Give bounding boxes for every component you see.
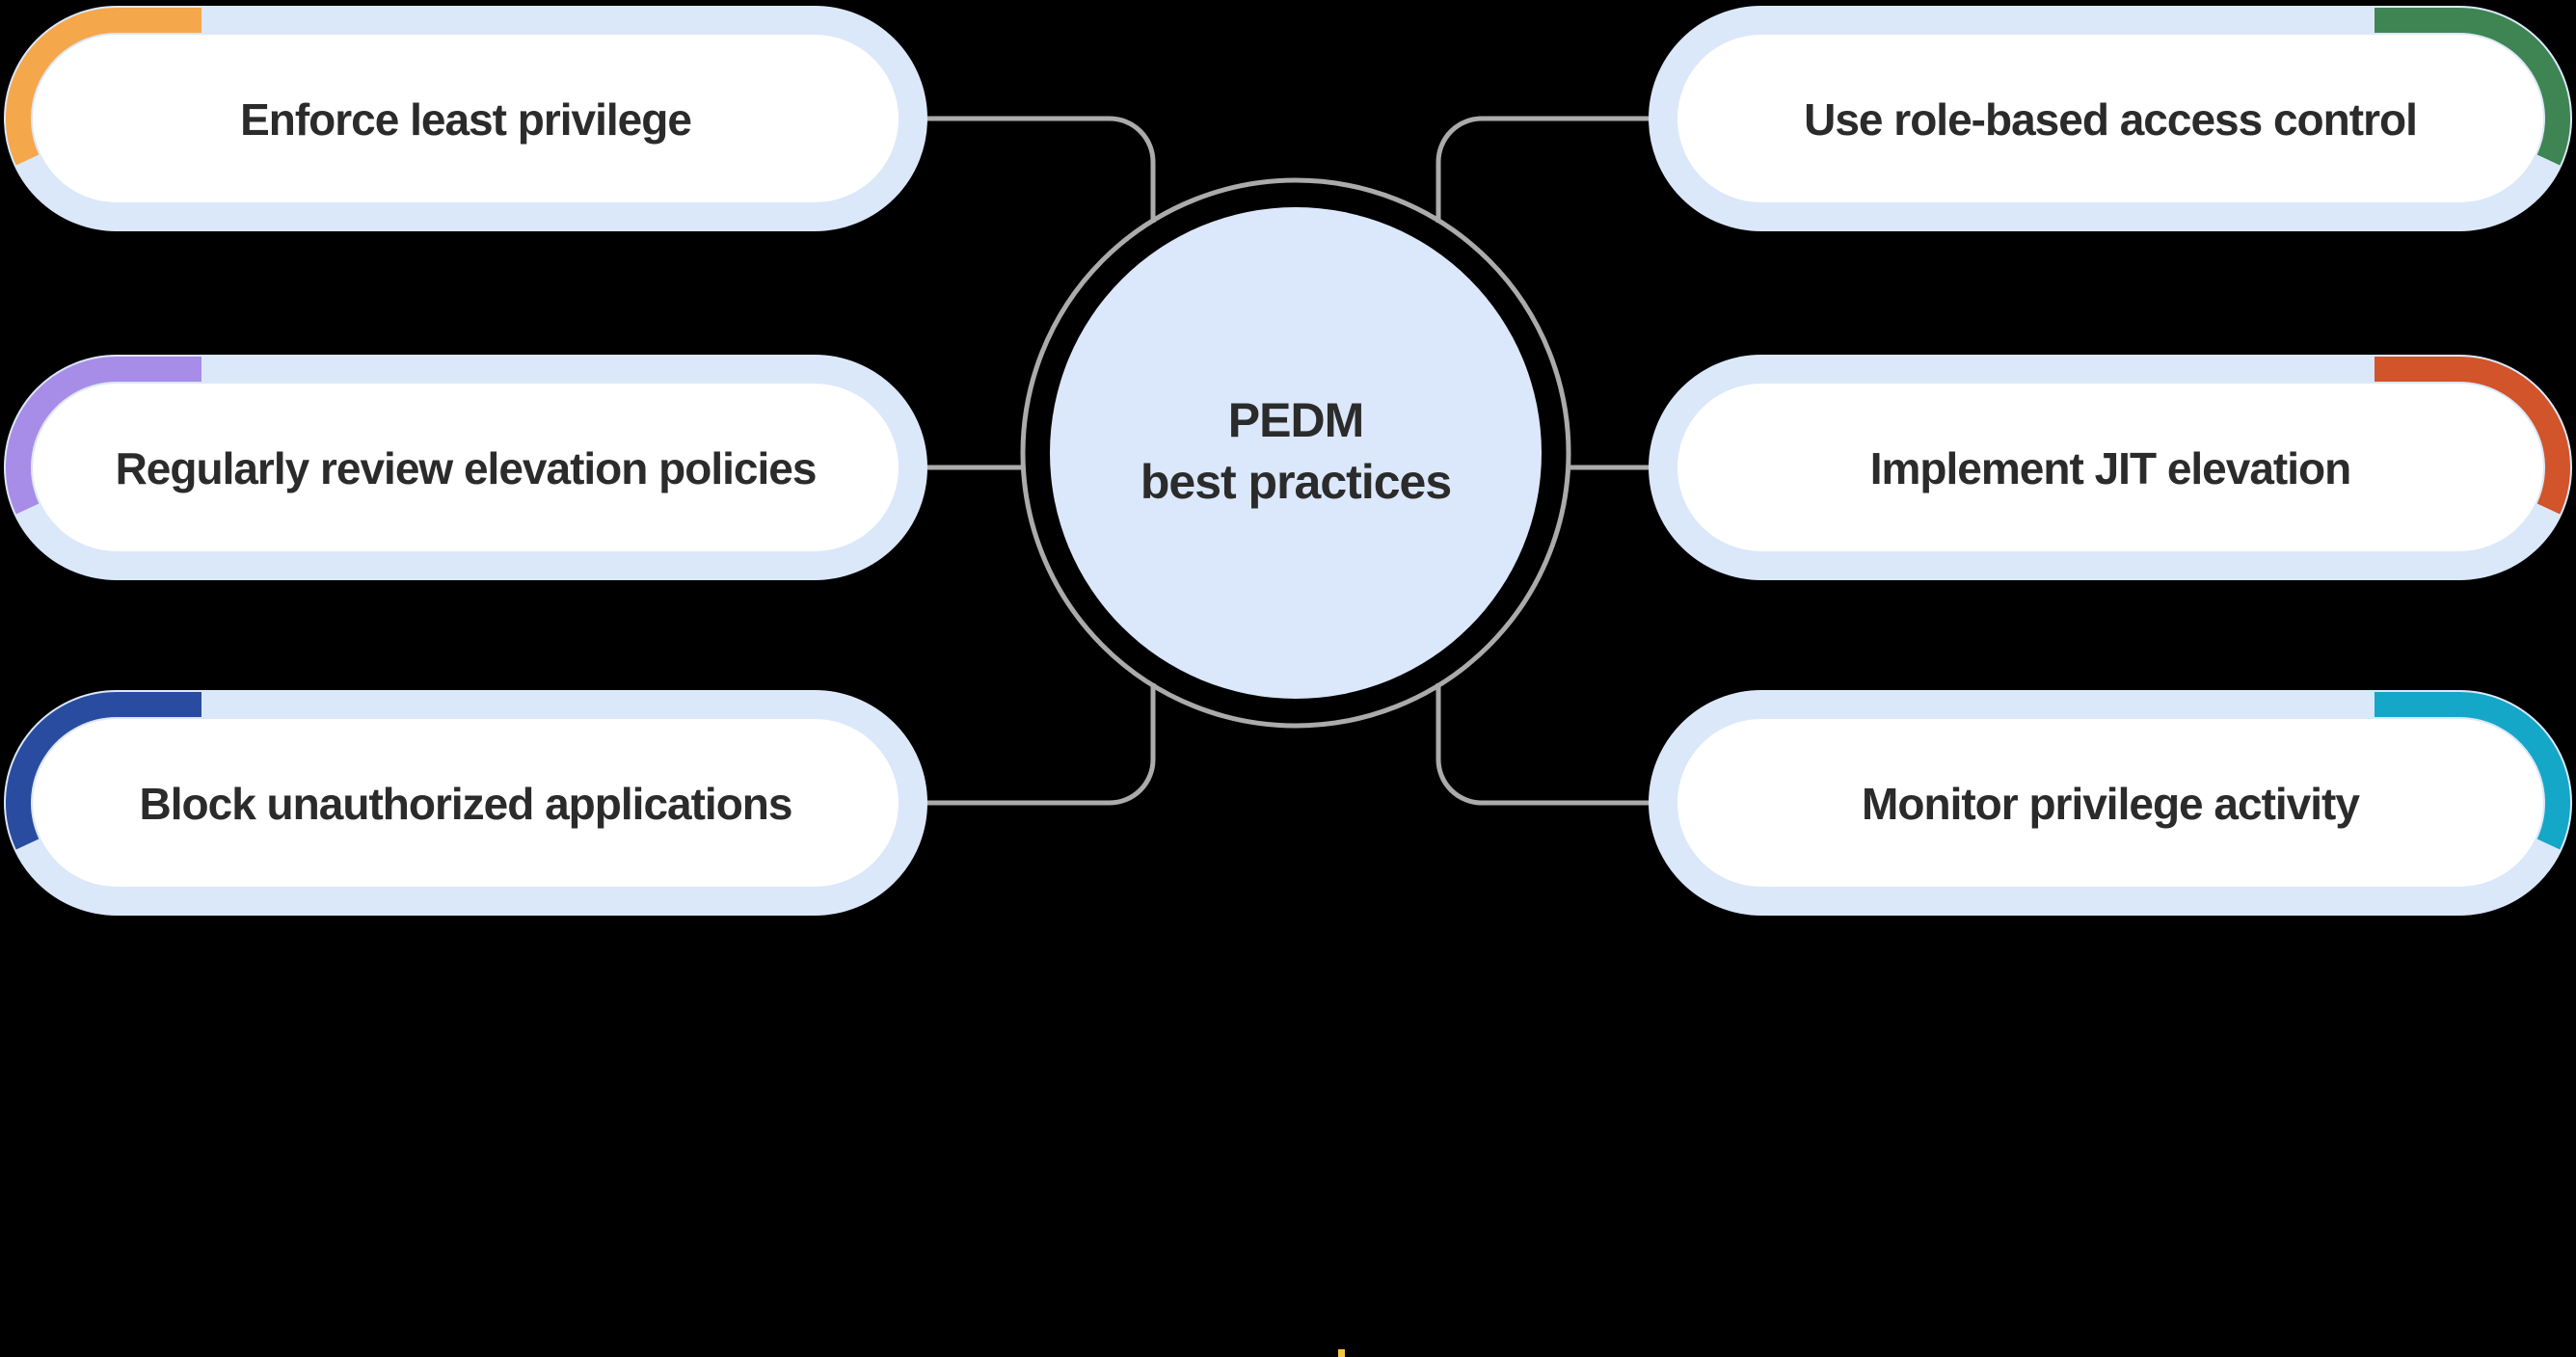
- connector-top-left: [927, 116, 1156, 223]
- pill-label: Block unauthorized applications: [140, 779, 792, 829]
- hub-outer-ring: [1020, 177, 1571, 729]
- node-implement-jit-elevation: Implement JIT elevation: [1649, 355, 2572, 580]
- pill-label: Implement JIT elevation: [1870, 443, 2350, 493]
- hub-title-line1: PEDM: [1227, 393, 1364, 447]
- node-regularly-review-elevation-policies: Regularly review elevation policies: [4, 355, 927, 580]
- pill-accent-arc: [2375, 357, 2570, 515]
- hub-title: PEDM best practices: [1045, 389, 1546, 513]
- node-block-unauthorized-applications: Block unauthorized applications: [4, 690, 927, 916]
- node-use-role-based-access-control: Use role-based access control: [1649, 6, 2572, 231]
- pill-label: Enforce least privilege: [240, 94, 691, 145]
- connector-top-right: [1436, 116, 1649, 223]
- pill-label: Regularly review elevation policies: [116, 443, 817, 493]
- pill-accent-arc: [6, 7, 201, 166]
- pill-accent-arc: [6, 357, 201, 515]
- connector-bottom-left: [927, 683, 1156, 806]
- node-enforce-least-privilege: Enforce least privilege: [4, 6, 927, 231]
- pill-label: Monitor privilege activity: [1862, 779, 2360, 829]
- clipped-yellow-dot: [1338, 1349, 1345, 1357]
- connector-bottom-right: [1436, 683, 1649, 806]
- pill-accent-arc: [2375, 692, 2570, 850]
- hub-title-line2: best practices: [1140, 455, 1452, 509]
- pill-accent-arc: [2375, 7, 2570, 166]
- node-monitor-privilege-activity: Monitor privilege activity: [1649, 690, 2572, 916]
- hub-disk: [1050, 207, 1542, 699]
- pill-label: Use role-based access control: [1804, 94, 2417, 145]
- pill-accent-arc: [6, 692, 201, 850]
